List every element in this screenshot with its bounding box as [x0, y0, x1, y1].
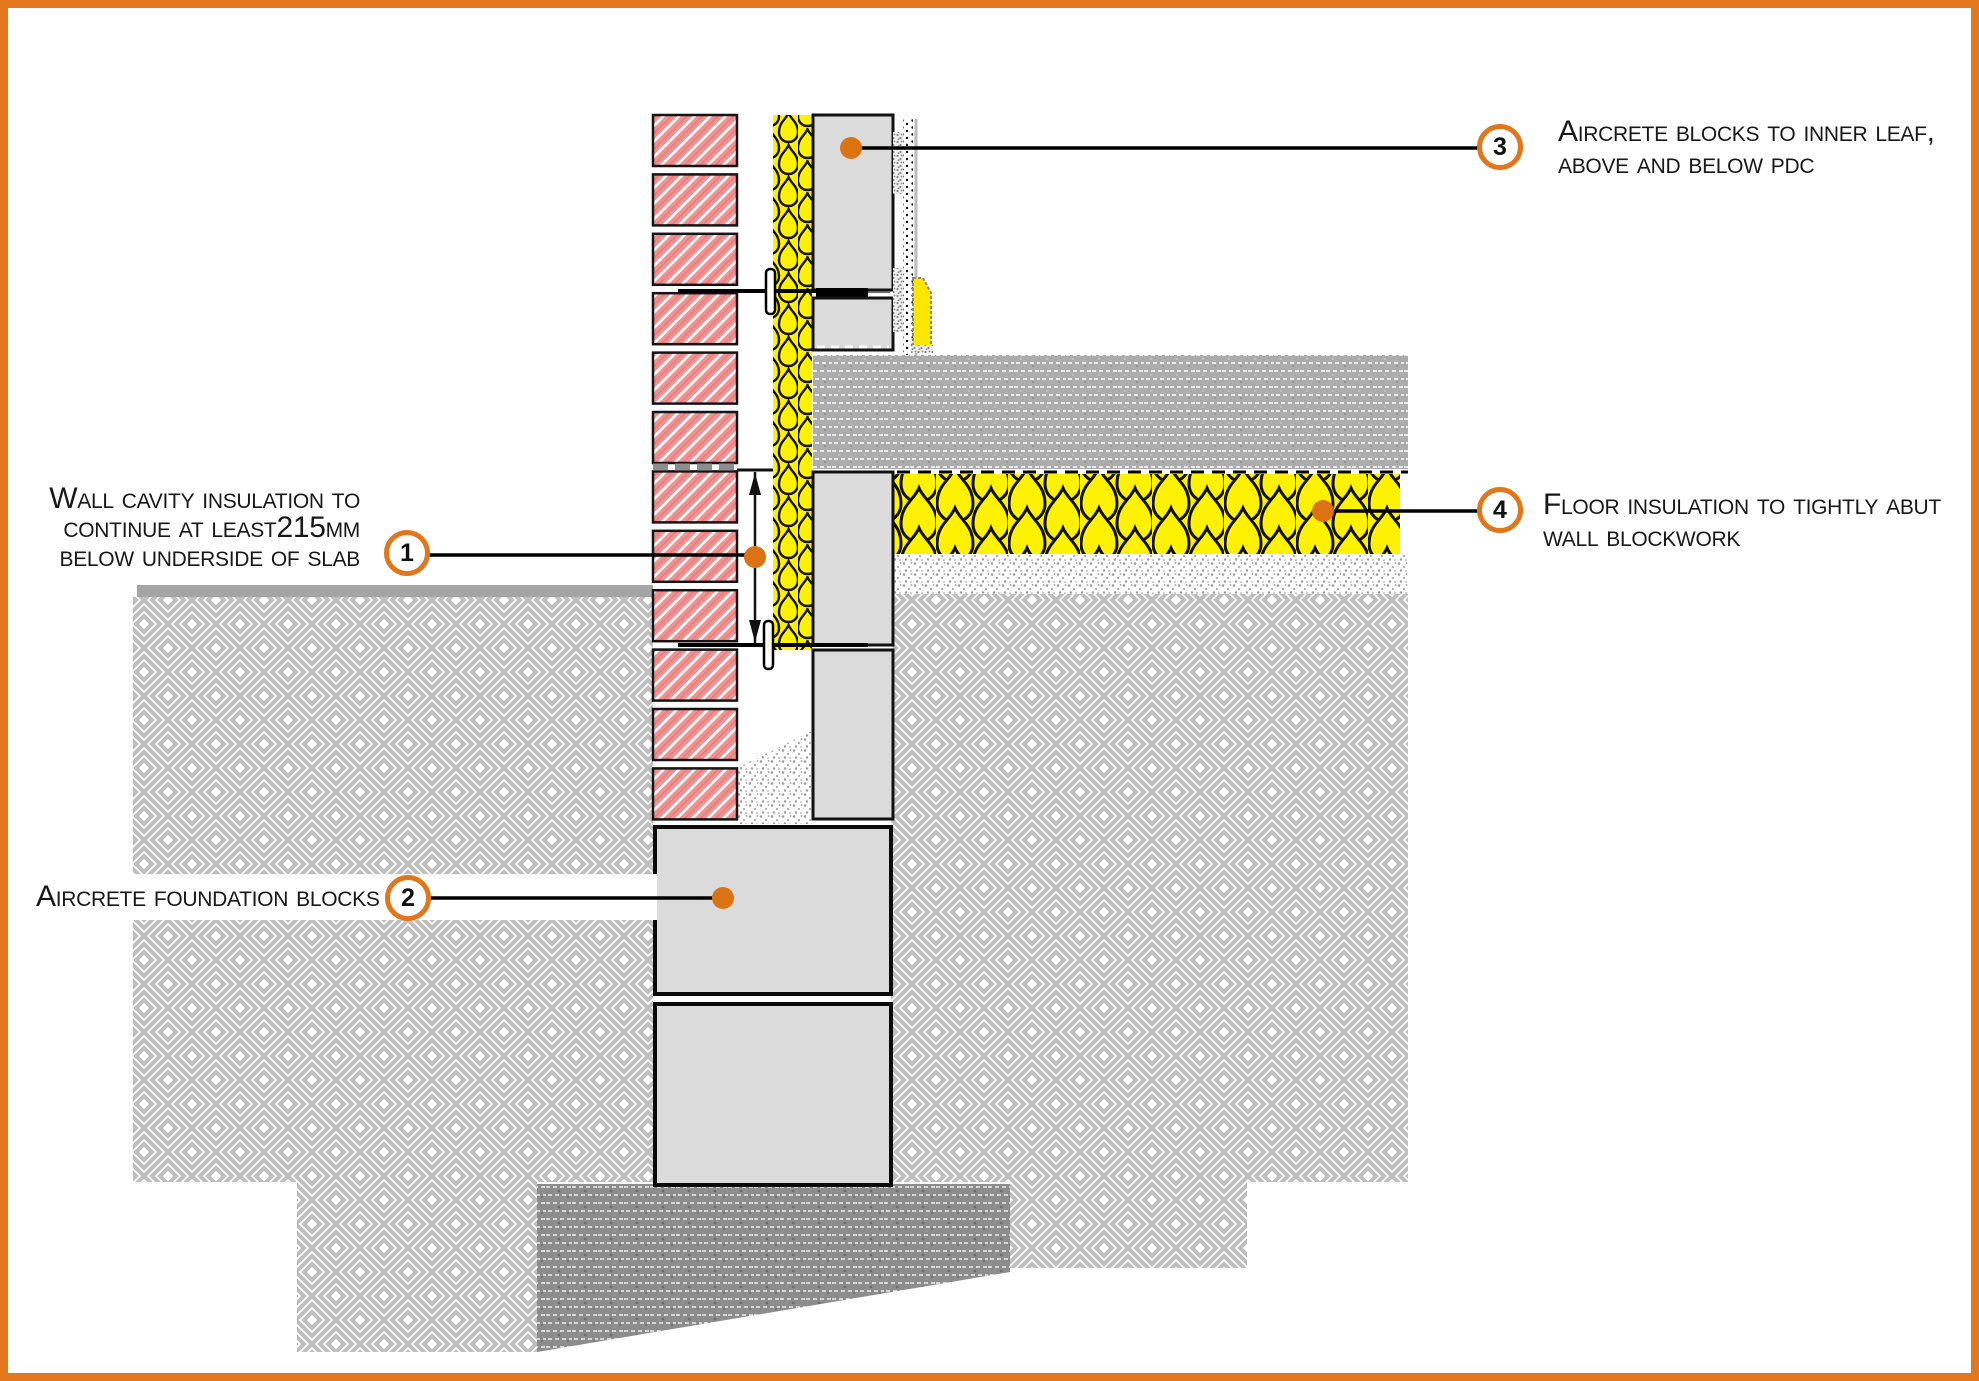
sand-blinding — [891, 554, 1408, 594]
insulation-clip-lower — [762, 619, 775, 671]
label-4-line-2: wall blockwork — [1543, 520, 1741, 553]
label-1-line-1: Wall cavity insulation to — [49, 482, 360, 515]
callout-2-badge: 2 — [385, 875, 431, 921]
upstand-base-pad — [911, 345, 933, 353]
concrete-floor-slab — [813, 355, 1408, 469]
plasterboard-lining — [903, 119, 913, 355]
concrete-strip-footing — [537, 1184, 1010, 1352]
callout-1-number: 1 — [400, 538, 414, 567]
external-ground-level-line — [137, 585, 653, 597]
wall-cavity-insulation — [773, 115, 812, 650]
aircrete-foundation-block-lower — [653, 1002, 893, 1187]
adhesive-dab-lower — [893, 268, 903, 332]
label-aircrete-foundation-blocks: Aircrete foundation blocks — [36, 882, 380, 912]
anchor-dot-4 — [1312, 500, 1334, 522]
label-aircrete-blocks-inner-leaf: Aircrete blocks to inner leaf, above and… — [1558, 116, 1935, 180]
anchor-dot-3 — [840, 137, 862, 159]
anchor-dot-1 — [744, 546, 766, 568]
label-1-line-2: continue at least215mm — [63, 511, 360, 544]
label-3-line-2: above and below pdc — [1558, 147, 1815, 180]
callout-1-badge: 1 — [384, 530, 430, 576]
anchor-dot-2 — [712, 887, 734, 909]
ground-hatch-right — [891, 594, 1408, 1182]
cavity-fill-concrete — [737, 731, 812, 824]
ground-hatch-lower-right — [1010, 1182, 1247, 1268]
aircrete-inner-leaf — [811, 113, 895, 821]
callout-2-number: 2 — [401, 883, 415, 912]
label-1-line-3: below underside of slab — [59, 540, 361, 573]
callout-4-number: 4 — [1493, 495, 1507, 524]
perimeter-insulation-upstand — [912, 277, 932, 348]
adhesive-dab-upper — [893, 132, 903, 194]
label-4-line-1: Floor insulation to tightly abut — [1543, 488, 1941, 521]
label-3-line-1: Aircrete blocks to inner leaf, — [1558, 115, 1935, 148]
callout-3-badge: 3 — [1477, 124, 1523, 170]
callout-4-badge: 4 — [1477, 487, 1523, 533]
insulation-clip-upper — [764, 267, 777, 316]
aircrete-foundation-block-upper — [653, 825, 893, 996]
label-floor-insulation: Floor insulation to tightly abut wall bl… — [1543, 489, 1941, 553]
ground-hatch-lower-left — [297, 1182, 537, 1352]
label-2-line-1: Aircrete foundation blocks — [36, 880, 380, 913]
label-wall-cavity-insulation: Wall cavity insulation to continue at le… — [30, 482, 361, 573]
callout-3-number: 3 — [1493, 132, 1507, 161]
